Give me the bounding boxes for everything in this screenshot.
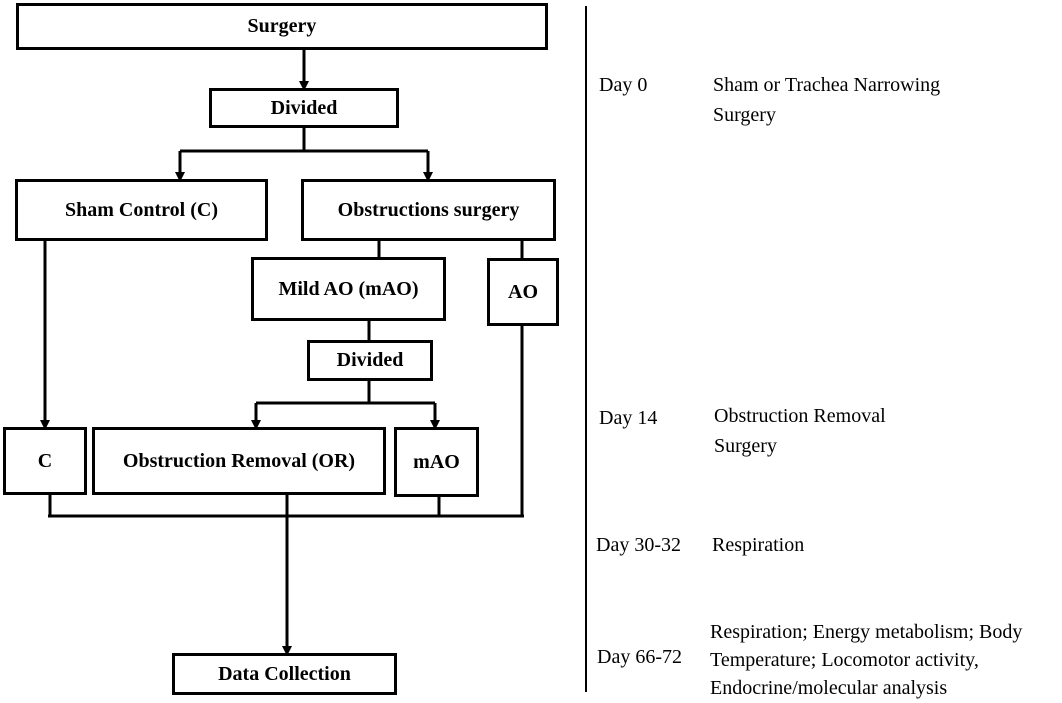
timeline-day-14: Day 14 bbox=[599, 407, 658, 429]
timeline-desc-3-line-2: Temperature; Locomotor activity, bbox=[710, 649, 979, 671]
ao-box: AO bbox=[487, 258, 559, 326]
timeline-desc-1-line-2: Surgery bbox=[714, 435, 777, 457]
timeline-desc-3-line-3: Endocrine/molecular analysis bbox=[710, 677, 948, 699]
sham-control-box: Sham Control (C) bbox=[15, 179, 268, 241]
mild-ao-box: Mild AO (mAO) bbox=[251, 257, 446, 321]
obstructions-surgery-box: Obstructions surgery bbox=[301, 179, 556, 241]
c-box: C bbox=[3, 427, 87, 495]
divided-box-2: Divided bbox=[307, 340, 433, 381]
timeline-desc-0-line-2: Surgery bbox=[713, 104, 776, 126]
data-collection-box: Data Collection bbox=[172, 653, 397, 695]
obstruction-removal-box: Obstruction Removal (OR) bbox=[92, 427, 386, 495]
timeline-desc-2-line-1: Respiration bbox=[712, 534, 805, 556]
timeline-day-30-32: Day 30-32 bbox=[596, 534, 681, 556]
mao-box: mAO bbox=[394, 427, 479, 497]
timeline-desc-0-line-1: Sham or Trachea Narrowing bbox=[713, 74, 941, 96]
timeline-day-0: Day 0 bbox=[599, 74, 648, 96]
surgery-box: Surgery bbox=[16, 3, 548, 50]
timeline-desc-3-line-1: Respiration; Energy metabolism; Body bbox=[710, 621, 1023, 643]
divided-box-1: Divided bbox=[209, 88, 399, 128]
timeline-day-66-72: Day 66-72 bbox=[597, 646, 682, 668]
timeline-desc-1-line-1: Obstruction Removal bbox=[714, 405, 886, 427]
